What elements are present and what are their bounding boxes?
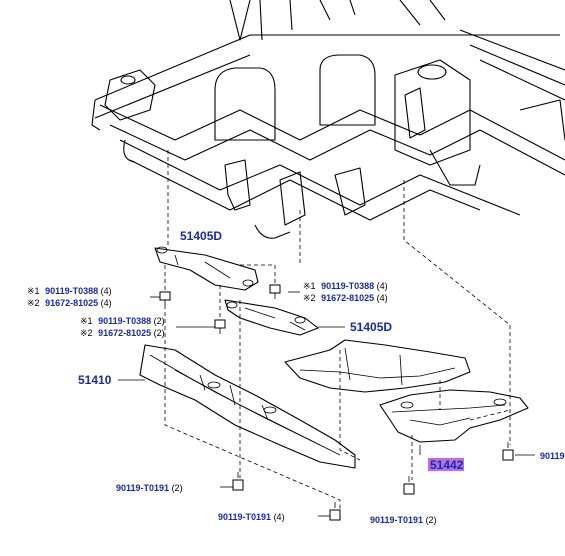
note-qty: (2): [154, 316, 165, 326]
label-bolt-0191-bottom-right: 90119-T0191 (2): [370, 515, 437, 525]
note-part: 90119-T0388: [45, 286, 98, 296]
bolt-part: 90119-T0191: [116, 483, 169, 493]
note-mark: ※2: [303, 293, 316, 303]
label-bolt-0191-right: 90119-T0191: [540, 451, 565, 461]
bolt-icon: [214, 319, 226, 334]
note-qty: (4): [101, 286, 112, 296]
bolt-icon: [403, 476, 415, 495]
note-qty: (4): [377, 281, 388, 291]
svg-text:※2 91672-81025 (4): ※2 91672-81025 (4): [303, 293, 388, 303]
note-left-upper: ※1 90119-T0388 (4) ※2 91672-81025 (4): [27, 286, 112, 308]
note-mark: ※2: [80, 328, 93, 338]
label-51405d-top: 51405D: [180, 229, 222, 243]
note-part: 91672-81025: [98, 328, 151, 338]
note-part: 91672-81025: [321, 293, 374, 303]
bolt-icon: [329, 502, 341, 521]
label-leaders: [118, 291, 535, 517]
bolt-icon: [232, 472, 244, 491]
bolt-icon: [502, 442, 514, 461]
note-right-upper: ※1 90119-T0388 (4) ※2 91672-81025 (4): [303, 281, 388, 303]
bolt-qty: (2): [426, 515, 437, 525]
note-qty: (4): [377, 293, 388, 303]
part-51442: [379, 389, 529, 443]
bolt-icon: [159, 291, 171, 306]
svg-text:※2 91672-81025 (4): ※2 91672-81025 (4): [27, 298, 112, 308]
label-51405d-right: 51405D: [350, 320, 392, 334]
note-part: 90119-T0388: [98, 316, 151, 326]
bolt-qty: (4): [274, 512, 285, 522]
note-mark: ※1: [303, 281, 316, 291]
label-51410: 51410: [78, 373, 112, 387]
note-mark: ※1: [80, 316, 93, 326]
part-51410: [139, 344, 356, 469]
svg-text:※1 90119-T0388 (4): ※1 90119-T0388 (4): [303, 281, 388, 291]
svg-text:※2 91672-81025 (2): ※2 91672-81025 (2): [80, 328, 165, 338]
bolt-part: 90119-T0191: [218, 512, 271, 522]
label-51442: 51442: [430, 458, 464, 472]
leader-lines: [164, 150, 511, 510]
svg-text:※1 90119-T0388 (4): ※1 90119-T0388 (4): [27, 286, 112, 296]
note-qty: (2): [154, 328, 165, 338]
label-bolt-0191-mid: 90119-T0191 (4): [218, 512, 285, 522]
label-bolt-0191-left: 90119-T0191 (2): [116, 483, 183, 493]
bolt-qty: (2): [172, 483, 183, 493]
highlight-box: [428, 458, 464, 471]
svg-text:※1 90119-T0388 (2): ※1 90119-T0388 (2): [80, 316, 165, 326]
bolt-group: [159, 284, 514, 521]
part-51405d-lower: [224, 299, 319, 336]
bolt-icon: [269, 284, 281, 299]
note-mark: ※1: [27, 286, 40, 296]
note-mark: ※2: [27, 298, 40, 308]
note-part: 90119-T0388: [321, 281, 374, 291]
bolt-part: 90119-T0191: [370, 515, 423, 525]
part-engine-cover-upper: [284, 339, 471, 393]
note-part: 91672-81025: [45, 298, 98, 308]
part-51405d-upper: [154, 246, 259, 291]
vehicle-frame: [91, 0, 565, 239]
note-qty: (4): [101, 298, 112, 308]
note-left-lower: ※1 90119-T0388 (2) ※2 91672-81025 (2): [80, 316, 165, 338]
